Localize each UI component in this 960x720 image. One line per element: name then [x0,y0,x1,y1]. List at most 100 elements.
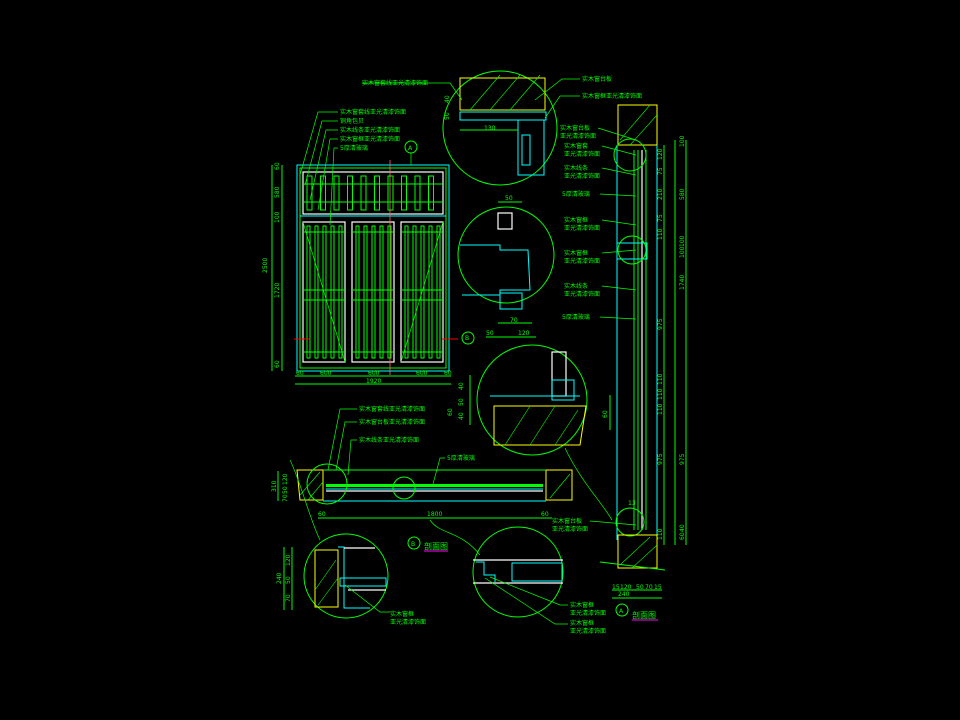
dim-v-3: 1720 [274,283,281,298]
transom-bar [414,175,421,211]
dim-b-l0: 310 [271,480,278,492]
dim-v-0: 60 [274,162,281,170]
section-b: 实木窗套线亚光清漆饰面 实木窗台板亚光清漆饰面 实木线条亚光清漆饰面 5厚清玻璃… [271,405,573,552]
section-a-label: 亚光清漆饰面 [552,525,588,533]
elev-label-5: 5厚清玻璃 [340,144,368,152]
panel-bar [355,225,360,359]
panel-bar [436,225,441,359]
dim-total-height: 2500 [262,258,269,273]
section-b-title: 剖面图 [424,541,448,551]
dim-sill-60b: 60 [602,410,609,418]
section-a-label: 5厚清玻璃 [562,313,590,321]
section-a-callout: A [619,608,624,615]
section-a-dim-right: 40 [679,524,686,532]
dim-bl-240: 240 [276,572,283,584]
dim-h-1: 600 [320,370,332,377]
section-a-label: 亚光清漆饰面 [564,257,600,265]
dim-v-4: 60 [274,360,281,368]
section-a-label: 亚光清漆饰面 [564,290,600,298]
section-a-dim-inner: 210 [657,188,664,200]
dim-top-130: 130 [484,125,496,132]
section-a-dim-inner: 975 [657,453,664,465]
elev-label-4: 实木窗框亚光清漆饰面 [340,135,400,143]
dim-h-2: 600 [368,370,380,377]
panel-bar [379,225,384,359]
dim-sill-40b: 40 [458,412,465,420]
transom-bar [333,175,340,211]
section-a-label: 亚光清漆饰面 [564,150,600,158]
bl-label-2: 亚光清漆饰面 [390,618,426,626]
dim-a-b0: 15 [612,584,620,591]
section-a-dim-inner: 110 [657,228,664,240]
top-label-2: 实木窗台板 [582,75,612,83]
dim-b-1: 1800 [427,511,442,518]
section-a-label: 实木线条 [564,164,588,172]
dim-bl-50: 50 [285,576,292,584]
section-a-dim-inner: 975 [657,318,664,330]
section-a-dim-inner: 75 [657,167,664,175]
transom-bar [347,175,353,211]
sect-b-label-1: 实木窗套线亚光清漆饰面 [359,405,425,413]
detail-top-head: 130 40 50 实木窗套线亚光清漆饰面 实木窗台板 实木窗框亚光清漆饰面 [362,70,642,186]
dim-sill-40: 40 [458,382,465,390]
transom-bar [428,175,434,211]
panel-bar [363,225,368,359]
panel-bar [404,225,409,359]
transom-bar [401,175,407,211]
callout-a-elev: A [408,145,413,152]
section-a-dim-right: 100 [679,246,686,258]
dim-b-0: 60 [318,511,326,518]
section-a-dim-right: 975 [679,453,686,465]
section-a-dim-right: 60 [679,532,686,540]
panel-bar [330,225,335,359]
section-a-title: 剖面图 [632,610,656,620]
dim-mullion-50: 50 [505,195,513,202]
window-elevation: 实木窗套线亚光清漆饰面 铜角包贝 实木线条亚光清漆饰面 实木窗框亚光清漆饰面 5… [262,108,475,385]
panel-bar [322,225,327,359]
dim-b-l3: 70 [282,494,289,502]
transom-bar [360,175,367,211]
dim-bl-120: 120 [285,554,292,566]
section-a-label: 亚光清漆饰面 [564,172,600,180]
bm-label-1a: 实木窗框 [570,601,594,609]
bl-label-1: 实木窗框 [390,610,414,618]
dim-a-b4: 15 [654,584,662,591]
panel-bar [306,225,311,359]
section-a-label: 实木窗框 [564,216,588,224]
section-a-dim-right: 580 [679,188,686,200]
panel-bar [371,225,376,359]
panel-bar [338,225,343,359]
section-a-dim-inner: 120 [657,148,664,160]
dim-h-3: 600 [416,370,428,377]
dim-b-l1: 120 [282,473,289,485]
section-a-dim-inner: 110 [657,403,664,415]
dim-a-bottom-total: 240 [618,591,630,598]
elev-label-3: 实木线条亚光清漆饰面 [340,126,400,134]
section-a-label: 实木窗框 [564,249,588,257]
section-b-callout: B [411,541,415,548]
detail-bottom-left: 240 120 50 70 实木窗框 亚光清漆饰面 [276,533,426,626]
dim-h-4: 60 [444,370,452,377]
section-a-label: 实木线条 [564,282,588,290]
transom-bar [306,175,313,211]
bm-label-2a: 实木窗框 [570,619,594,627]
section-a-label: 亚光清漆饰面 [564,224,600,232]
dim-v-1: 580 [274,186,281,198]
section-a-dim-inner: 110 [657,388,664,400]
bm-label-1b: 亚光清漆饰面 [570,609,606,617]
section-a-dim-inner: 110 [657,373,664,385]
elev-label-2: 铜角包贝 [340,117,364,125]
dim-mullion-70: 70 [510,317,518,324]
sect-b-label-3: 实木线条亚光清漆饰面 [359,436,419,444]
dim-sill-120: 120 [518,330,530,337]
dim-a-13: 13 [628,500,636,507]
sect-b-label-4: 5厚清玻璃 [447,454,475,462]
transom-bar [320,175,326,211]
panel-bar [420,225,425,359]
section-a-label: 实木窗台板 [560,124,590,132]
panel-bar [387,225,392,359]
dim-v-2: 100 [274,211,281,223]
section-a-label: 实木窗套 [564,142,588,150]
section-a-dim-right: 100 [679,235,686,247]
